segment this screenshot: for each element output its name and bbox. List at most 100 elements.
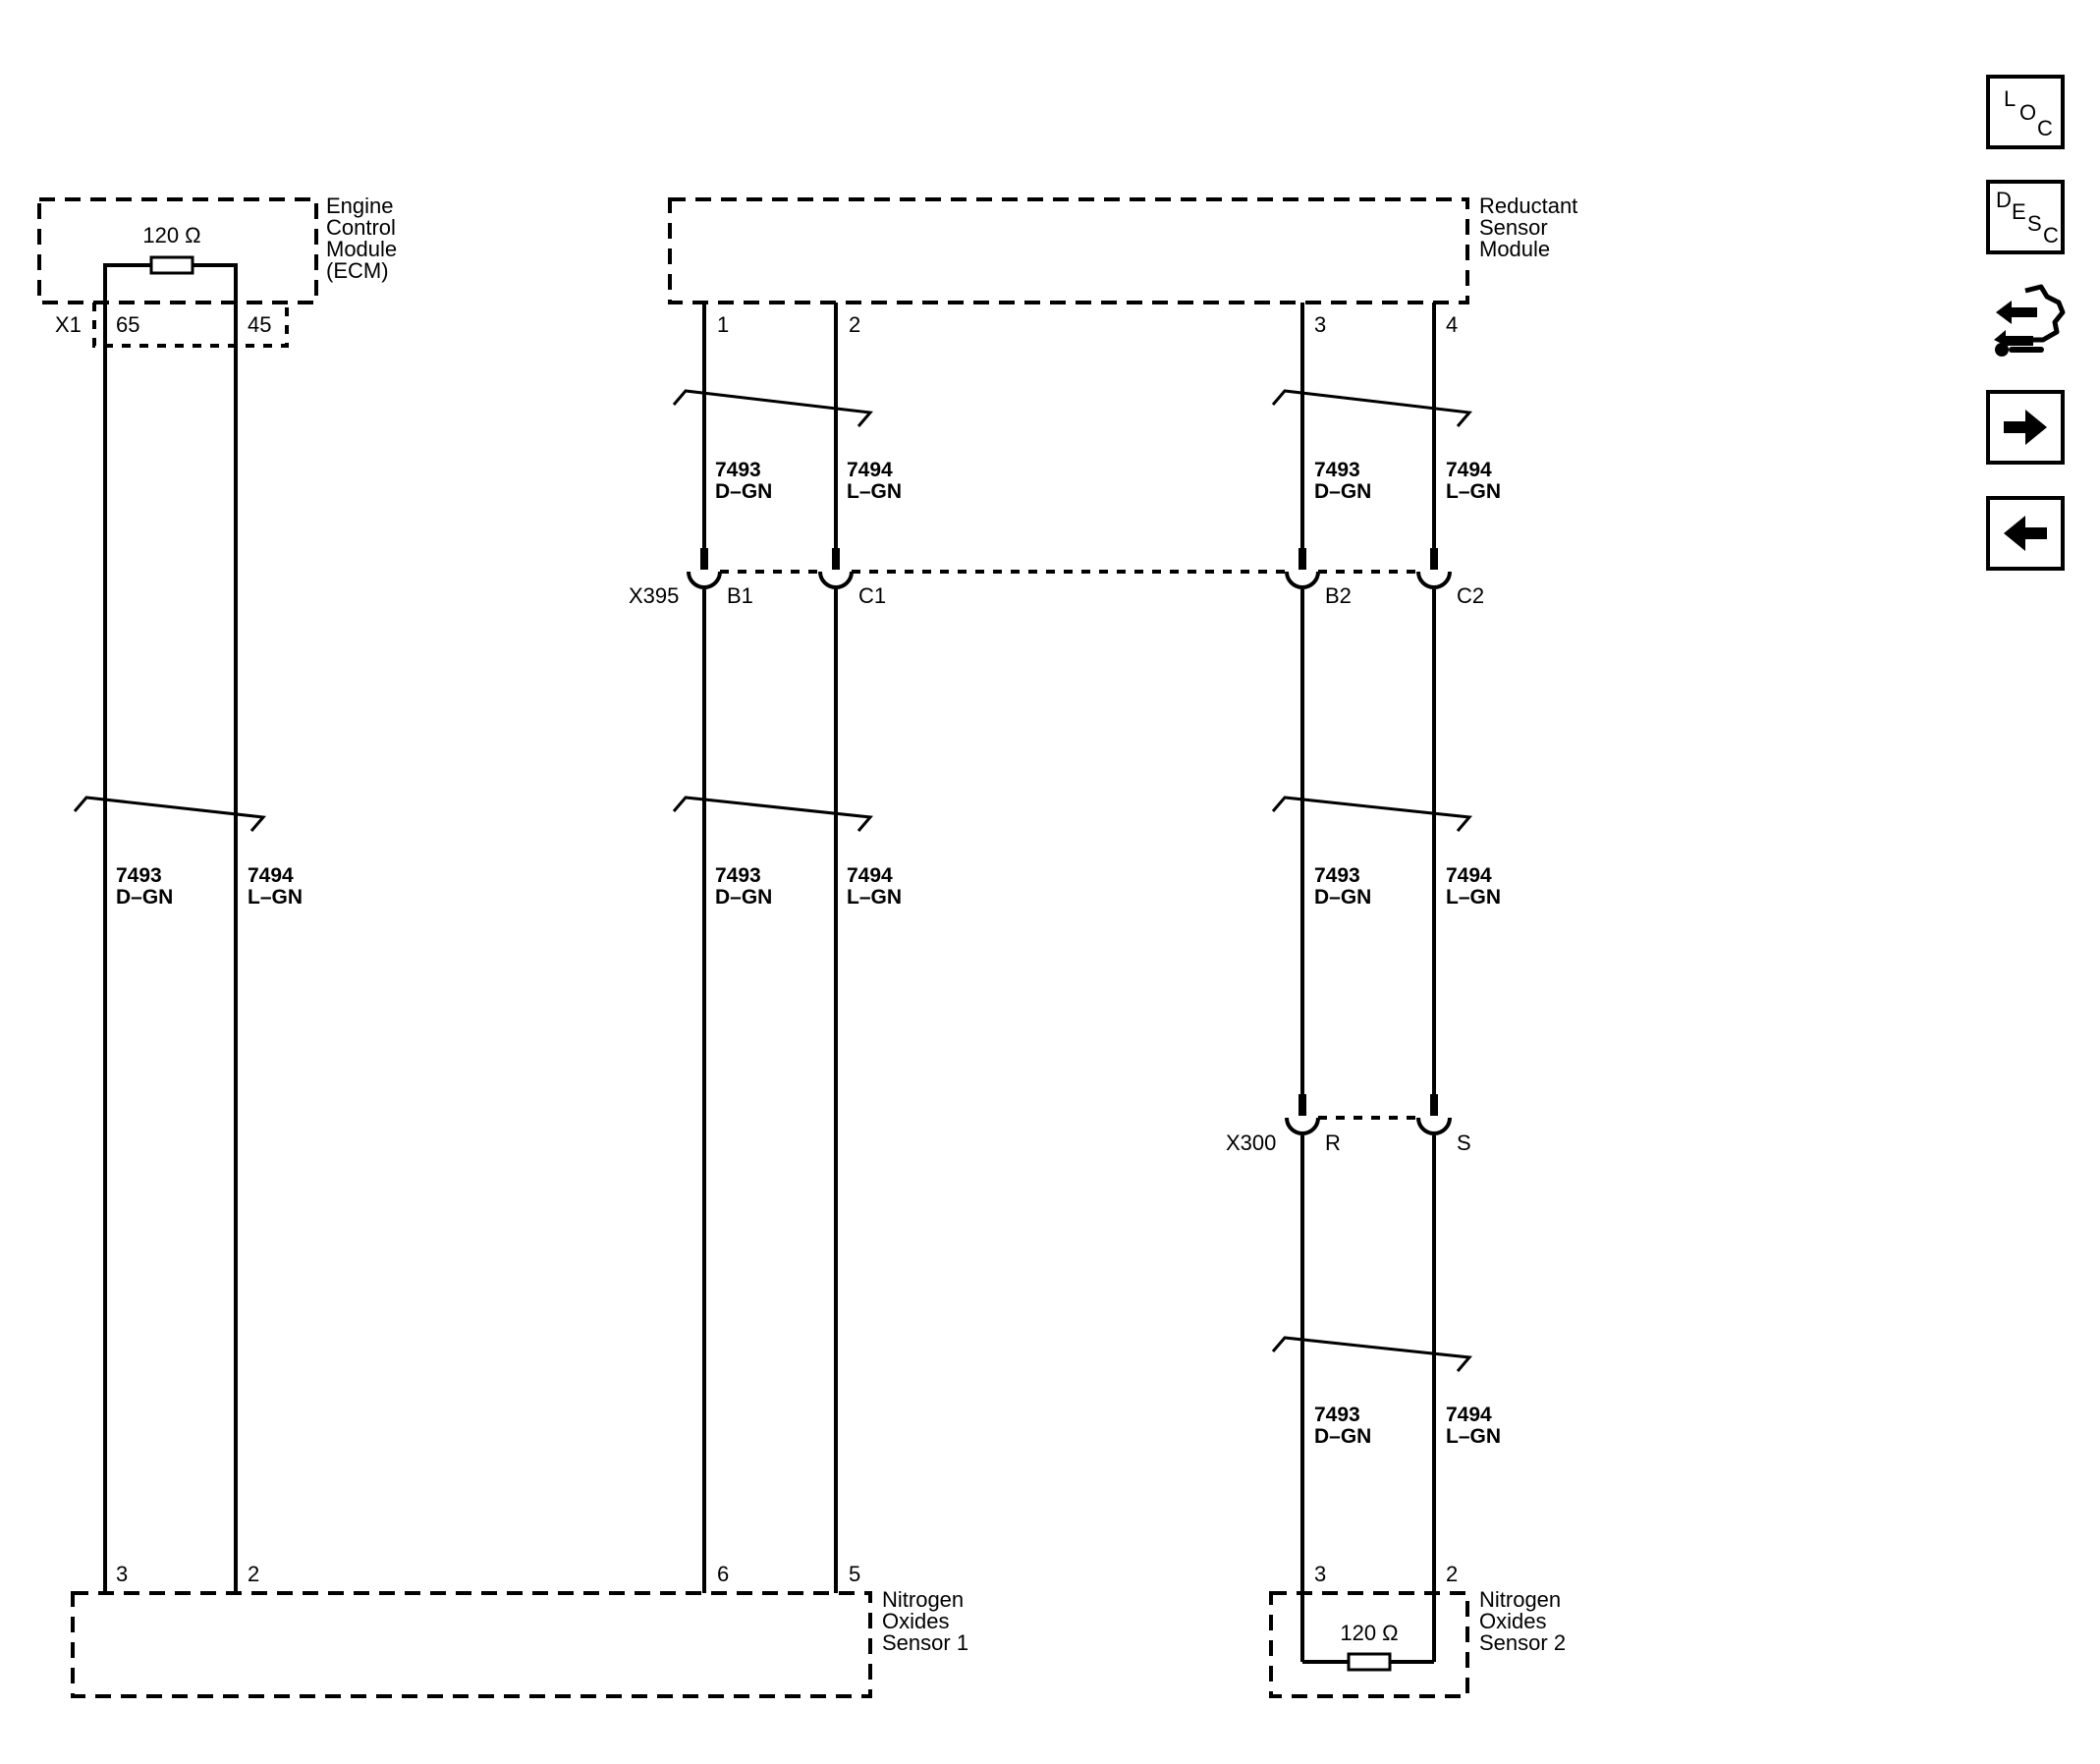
forward-arrow-icon <box>2004 410 2047 445</box>
wire-label-7-color: D–GN <box>1314 886 1371 909</box>
desc-icon-letter-c: C <box>2043 223 2059 248</box>
nox-sensor-1: Nitrogen Oxides Sensor 1 3 2 6 5 <box>71 1562 968 1698</box>
desc-icon-letter-s: S <box>2027 211 2042 236</box>
nox2-name-line-1: Nitrogen <box>1479 1587 1561 1612</box>
ecm-wire-dgn-color: D–GN <box>116 886 173 909</box>
loc-icon-letter-c: C <box>2037 116 2053 140</box>
x300-r-socket <box>1285 1117 1320 1135</box>
wire-label-8-color: L–GN <box>1446 886 1501 909</box>
nox2-pin-2: 2 <box>1446 1562 1458 1586</box>
rsm-pin-4: 4 <box>1446 312 1458 337</box>
x300-r-pin <box>1299 1094 1306 1116</box>
nox2-resistor-value: 120 Ω <box>1340 1621 1398 1645</box>
reductant-sensor-module: Reductant Sensor Module 1 2 3 4 <box>668 193 1577 337</box>
wire-label-10-circuit: 7494 <box>1446 1404 1492 1426</box>
ecm-name-line-2: Control <box>326 215 396 240</box>
nox1-outline <box>71 1591 872 1698</box>
ecm-wire-lgn-circuit: 7494 <box>248 864 294 887</box>
x395-cavity-b2: B2 <box>1325 583 1352 608</box>
ecm-name-line-1: Engine <box>326 193 394 218</box>
ecm-pin-45: 45 <box>248 312 271 337</box>
ecm-wire-lgn-color: L–GN <box>248 886 303 909</box>
twist-marker-right-mid <box>1271 796 1472 832</box>
nox1-name-line-2: Oxides <box>882 1609 949 1633</box>
twist-marker-left-lower <box>672 796 873 832</box>
wire-label-9-circuit: 7493 <box>1314 1404 1360 1426</box>
desc-button[interactable]: D E S C <box>1986 180 2065 254</box>
x300-cavity-s: S <box>1457 1130 1471 1155</box>
wire-label-8-circuit: 7494 <box>1446 864 1492 887</box>
rsm-name-line-2: Sensor <box>1479 215 1548 240</box>
nox1-name-line-3: Sensor 1 <box>882 1630 968 1655</box>
forward-button[interactable] <box>1986 390 2065 465</box>
nox2-resistor <box>1347 1652 1392 1672</box>
back-button[interactable] <box>1986 496 2065 571</box>
loc-icon-letter-o: O <box>2019 100 2037 125</box>
wire-label-2-circuit: 7494 <box>847 459 893 481</box>
rsm-name-line-3: Module <box>1479 237 1550 261</box>
x300-connector: X300 R S <box>1226 1094 1471 1155</box>
ecm-pin-65: 65 <box>116 312 139 337</box>
ecm-name-line-3: Module <box>326 237 397 261</box>
rsm-name-line-1: Reductant <box>1479 193 1577 218</box>
ecm-resistor-value: 120 Ω <box>142 223 200 248</box>
rsm-pin-3: 3 <box>1314 312 1326 337</box>
x395-b1-pin <box>700 548 708 570</box>
x395-c1-pin <box>832 548 840 570</box>
nox2-pin-3: 3 <box>1314 1562 1326 1586</box>
wire-label-3-circuit: 7493 <box>1314 459 1360 481</box>
loc-icon-letter-l: L <box>2004 86 2017 111</box>
wire-label-4-color: L–GN <box>1446 480 1501 503</box>
wire-label-9-color: D–GN <box>1314 1425 1371 1448</box>
x300-s-pin <box>1430 1094 1438 1116</box>
wire-label-10-color: L–GN <box>1446 1425 1501 1448</box>
wire-label-5-color: D–GN <box>715 886 772 909</box>
wire-label-1-circuit: 7493 <box>715 459 761 481</box>
x395-cavity-c1: C1 <box>858 583 886 608</box>
wire-label-4-circuit: 7494 <box>1446 459 1492 481</box>
ecm-resistor <box>149 255 194 275</box>
x395-b2-socket <box>1285 571 1320 589</box>
wire-label-2-color: L–GN <box>847 480 902 503</box>
nox2-name-line-3: Sensor 2 <box>1479 1630 1566 1655</box>
ecm-connector-outline <box>92 303 289 348</box>
loc-button[interactable]: L O C <box>1986 75 2065 149</box>
nox1-pin-2: 2 <box>248 1562 259 1586</box>
nox1-pin-6: 6 <box>717 1562 729 1586</box>
nox-sensor-2: 120 Ω Nitrogen Oxides Sensor 2 3 2 <box>1269 1562 1566 1698</box>
nox2-name-line-2: Oxides <box>1479 1609 1546 1633</box>
wire-label-3-color: D–GN <box>1314 480 1371 503</box>
back-arrow-icon <box>2004 516 2047 551</box>
x395-c2-pin <box>1430 548 1438 570</box>
x395-cavity-c2: C2 <box>1457 583 1484 608</box>
twist-marker-right-lower <box>1271 1336 1472 1372</box>
connector-end-view-icon <box>1994 284 2066 357</box>
x395-b1-socket <box>687 571 722 589</box>
wire-label-5-circuit: 7493 <box>715 864 761 887</box>
x300-cavity-r: R <box>1325 1130 1341 1155</box>
rsm-pin-1: 1 <box>717 312 729 337</box>
nox1-name-line-1: Nitrogen <box>882 1587 964 1612</box>
ecm-name-line-4: (ECM) <box>326 258 389 283</box>
twist-marker-left-upper <box>672 389 873 427</box>
x395-c2-socket <box>1416 571 1452 589</box>
x395-b2-pin <box>1299 548 1306 570</box>
nox1-pin-3: 3 <box>116 1562 128 1586</box>
x395-c1-socket <box>818 571 854 589</box>
connector-end-view-button[interactable] <box>1986 277 2066 365</box>
desc-icon-letter-d: D <box>1996 188 2012 212</box>
wire-label-6-color: L–GN <box>847 886 902 909</box>
nox1-pin-5: 5 <box>849 1562 860 1586</box>
ecm-twisted-pair-marker <box>73 796 266 832</box>
x300-label: X300 <box>1226 1130 1276 1155</box>
wire-label-1-color: D–GN <box>715 480 772 503</box>
x395-cavity-b1: B1 <box>727 583 753 608</box>
x395-connector: X395 B1 C1 B2 C2 <box>629 548 1484 608</box>
twist-marker-right-upper <box>1271 389 1472 427</box>
ecm-connector-label: X1 <box>55 312 82 337</box>
nox2-outline <box>1269 1591 1469 1698</box>
ecm-wire-dgn-circuit: 7493 <box>116 864 162 887</box>
wire-label-7-circuit: 7493 <box>1314 864 1360 887</box>
rsm-pin-2: 2 <box>849 312 860 337</box>
